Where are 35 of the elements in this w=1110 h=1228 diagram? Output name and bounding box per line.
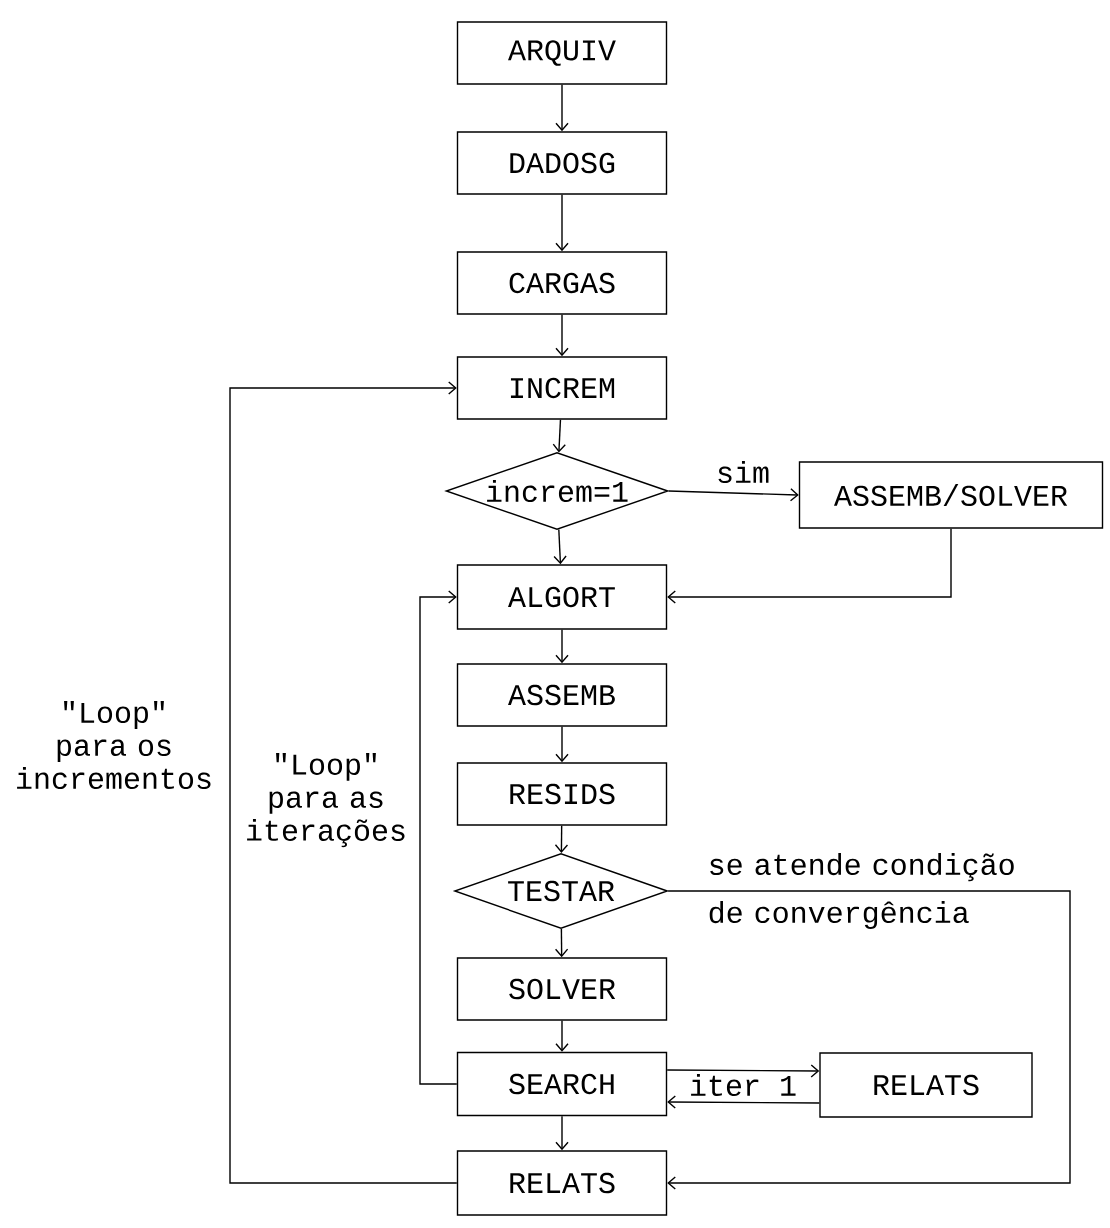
process-box: ARQUIV <box>456 21 668 85</box>
arrow <box>667 528 952 604</box>
process-box: DADOSG <box>456 131 668 195</box>
process-box: RELATS <box>456 1150 668 1216</box>
edge-label: sim <box>718 461 769 484</box>
arrow <box>555 1115 569 1151</box>
process-box: RELATS <box>819 1052 1033 1118</box>
process-box: INCREM <box>456 356 668 420</box>
arrow <box>666 1064 820 1078</box>
arrow <box>555 1020 569 1052</box>
arrow <box>555 726 569 763</box>
edge-label: iter 1 <box>691 1074 796 1097</box>
arrow <box>668 488 799 502</box>
process-box: ASSEMB <box>456 663 668 727</box>
process-box: CARGAS <box>456 251 668 315</box>
edge-label: "Loop" para as iterações <box>247 752 405 848</box>
arrow <box>555 194 569 252</box>
arrow <box>555 314 569 357</box>
edge-label: se atende condição de convergência <box>709 853 1014 929</box>
arrow <box>554 825 569 853</box>
edge-label: "Loop" para os incrementos <box>17 701 211 790</box>
arrow <box>554 928 569 958</box>
process-box: SOLVER <box>456 957 668 1021</box>
process-box: ALGORT <box>456 564 668 630</box>
process-box: ASSEMB/SOLVER <box>798 461 1104 529</box>
arrow <box>553 528 567 565</box>
arrow <box>667 890 1071 1190</box>
process-box: RESIDS <box>456 762 668 826</box>
arrow <box>419 590 458 1085</box>
process-box: SEARCH <box>456 1051 668 1117</box>
arrow <box>667 1095 820 1109</box>
arrow <box>552 419 566 453</box>
arrow <box>555 629 569 664</box>
arrow <box>555 84 569 132</box>
arrow <box>229 381 458 1184</box>
